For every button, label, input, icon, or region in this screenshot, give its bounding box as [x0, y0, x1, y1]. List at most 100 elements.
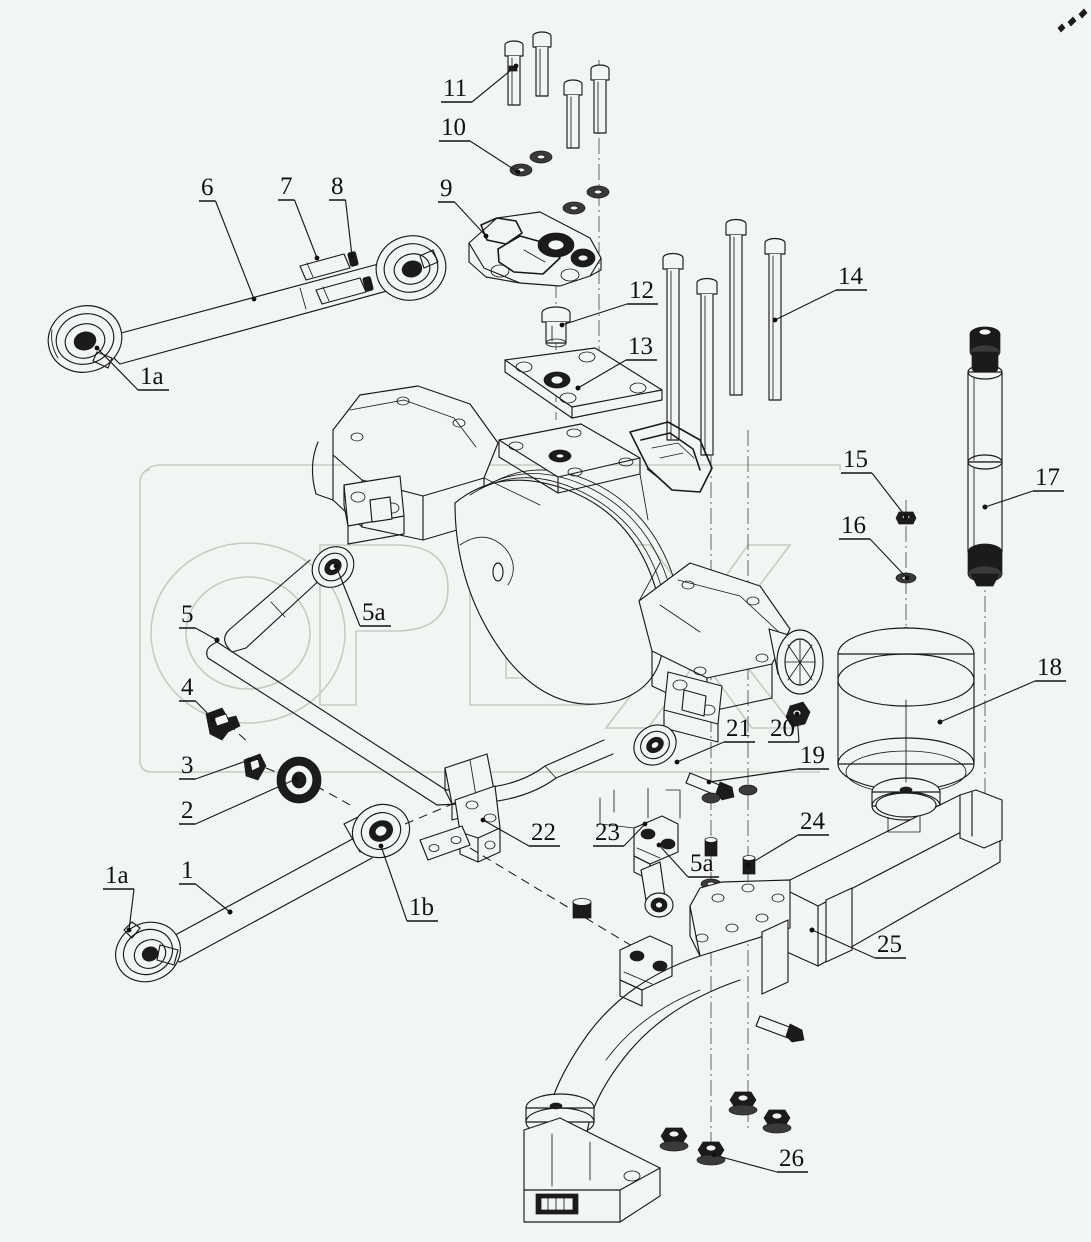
callout-point — [483, 233, 489, 239]
callout-point — [937, 719, 943, 725]
stabilizer-link-eye-right — [633, 724, 677, 766]
callout-label: 19 — [800, 742, 825, 769]
callout-point — [378, 843, 384, 849]
rod-eye-left — [47, 305, 123, 373]
callout-point — [772, 317, 778, 323]
callout-point — [656, 842, 662, 848]
callout-point — [210, 716, 216, 722]
callout-16: 16 — [839, 512, 910, 581]
callout-11: 11 — [441, 63, 519, 103]
part-11-short-bolts — [504, 31, 610, 149]
shock-bottom-bushing — [967, 543, 1003, 587]
callout-24: 24 — [745, 808, 829, 868]
callout-label: 25 — [877, 931, 902, 958]
callout-label: 12 — [629, 277, 654, 304]
callout-9: 9 — [438, 175, 489, 239]
callout-point — [293, 776, 299, 782]
callout-leader — [747, 834, 799, 866]
callout-10: 10 — [439, 114, 521, 175]
callout-point — [904, 575, 910, 581]
callout-leader — [984, 490, 1034, 508]
callout-point — [903, 514, 909, 520]
callout-13: 13 — [575, 333, 657, 391]
callout-leader — [195, 627, 218, 641]
callout-19: 19 — [706, 742, 829, 785]
callout-20: 20 — [768, 711, 800, 743]
callout-label: 4 — [181, 674, 194, 701]
callout-label: 20 — [770, 715, 795, 742]
callout-2: 2 — [179, 776, 299, 825]
callout-point — [706, 779, 712, 785]
callout-leader — [658, 844, 689, 878]
callout-point — [333, 563, 339, 569]
callout-25: 25 — [809, 927, 906, 959]
callout-leader — [344, 199, 353, 257]
callout-leader — [128, 888, 135, 931]
callout-label: 1b — [409, 894, 434, 921]
callout-point — [314, 255, 320, 261]
callout-point — [575, 385, 581, 391]
callout-leader — [293, 199, 318, 259]
callout-leader — [796, 713, 800, 743]
control-rod-eye-left-1a — [115, 921, 181, 983]
callout-7: 7 — [278, 173, 320, 261]
callout-leader — [214, 200, 255, 300]
callout-leader — [561, 303, 628, 326]
callout-point — [674, 759, 680, 765]
callout-1b: 1b — [378, 843, 438, 922]
callout-label: 23 — [595, 819, 620, 846]
callout-4: 4 — [179, 674, 216, 722]
callout-leader — [708, 768, 799, 783]
part-3-retaining-clip — [243, 753, 267, 781]
callout-point — [515, 169, 521, 175]
callout-leader — [871, 472, 907, 518]
callout-26: 26 — [711, 1145, 808, 1173]
part-13-mounting-plate — [504, 347, 663, 419]
callout-22: 22 — [480, 817, 560, 847]
callout-1a: 1a — [94, 345, 169, 391]
callout-label: 21 — [726, 715, 751, 742]
callout-leader — [195, 778, 297, 825]
callout-point — [480, 817, 486, 823]
part-18-air-spring — [837, 627, 975, 821]
part-17-shock-absorber — [967, 326, 1003, 587]
callout-leader — [96, 347, 139, 391]
callout-leader — [577, 359, 627, 389]
callout-point — [745, 862, 751, 868]
callout-label: 11 — [443, 75, 467, 102]
callout-5a: 5a — [656, 842, 719, 878]
corner-mark — [1057, 8, 1088, 33]
callout-12: 12 — [559, 277, 658, 328]
part-14-long-bolts — [662, 218, 786, 456]
callout-point — [227, 909, 233, 915]
callout-leader — [713, 1154, 778, 1173]
callout-21: 21 — [674, 715, 755, 765]
callout-label: 14 — [838, 263, 864, 290]
callout-label: 8 — [331, 173, 344, 200]
callout-label: 22 — [531, 819, 556, 846]
callout-leader — [454, 201, 487, 237]
callout-label: 7 — [280, 173, 293, 200]
part-2-washer-ring — [276, 756, 322, 804]
callout-label: 5a — [362, 599, 386, 626]
part-10-flat-washers — [509, 150, 610, 215]
part-1-lower-control-rod — [115, 799, 463, 983]
callout-14: 14 — [772, 263, 867, 323]
callout-point — [809, 927, 815, 933]
link-bracket-group — [599, 701, 811, 1007]
callout-label: 6 — [201, 174, 214, 201]
callout-leader — [482, 819, 530, 847]
callout-point — [251, 296, 257, 302]
callout-leader — [774, 289, 837, 321]
callout-1: 1 — [179, 857, 233, 915]
part-6-upper-torque-rod — [47, 235, 447, 373]
part-9-v-rod-bracket — [468, 211, 602, 287]
callout-8: 8 — [329, 173, 355, 259]
callout-label: 10 — [441, 114, 466, 141]
callout-leader — [623, 823, 646, 847]
callout-label: 9 — [440, 175, 453, 202]
callout-15: 15 — [841, 446, 909, 520]
callout-label: 17 — [1035, 464, 1060, 491]
